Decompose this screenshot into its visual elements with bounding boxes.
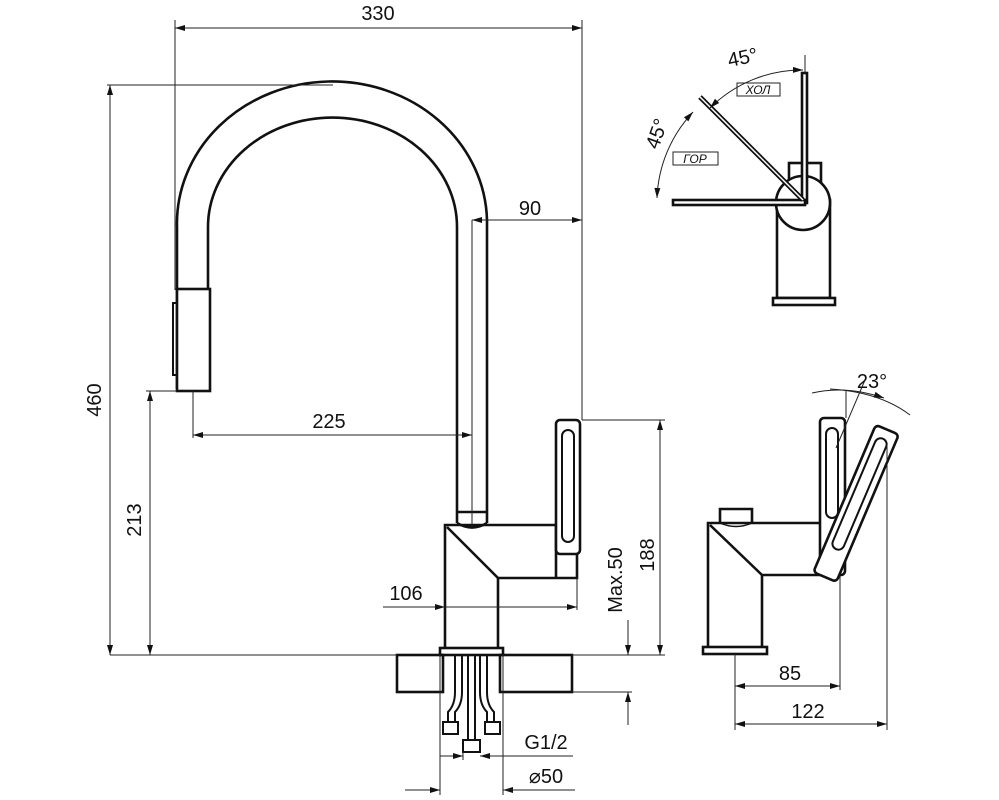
counter-right [498,653,574,694]
dim-122: 122 [791,701,824,723]
angle-cold: 45° [726,44,760,72]
dim-188: 188 [637,538,659,571]
spout-outer [175,80,489,523]
supply-hoses [442,655,501,753]
front-dimensions: 330 460 213 90 225 106 188 Max.50 G1/2 [84,3,665,795]
angle-hot: 45° [642,116,673,152]
dim-g12: G1/2 [524,732,567,754]
dim-106: 106 [389,583,422,605]
dim-330: 330 [361,3,394,25]
label-hot: ГОР [683,152,706,166]
dim-225: 225 [312,411,345,433]
counter-left [395,653,445,694]
spout-inner [206,116,459,523]
dim-90: 90 [519,198,541,220]
dim-85: 85 [779,663,801,685]
label-cold: ХОЛ [745,83,772,97]
handle-rotation-view: 45° 45° ХОЛ ГОР [642,44,837,307]
dim-213: 213 [124,503,146,536]
spray-head [175,287,212,393]
dim-max50: Max.50 [605,547,627,613]
side-view: 23° 85 122 [701,371,911,730]
lever [554,418,582,556]
spray-button [172,302,178,376]
dim-460: 460 [84,383,106,416]
dim-d50: ⌀50 [529,766,563,788]
base-plate [438,646,505,657]
front-view [110,80,665,753]
angle-23: 23° [857,371,887,393]
